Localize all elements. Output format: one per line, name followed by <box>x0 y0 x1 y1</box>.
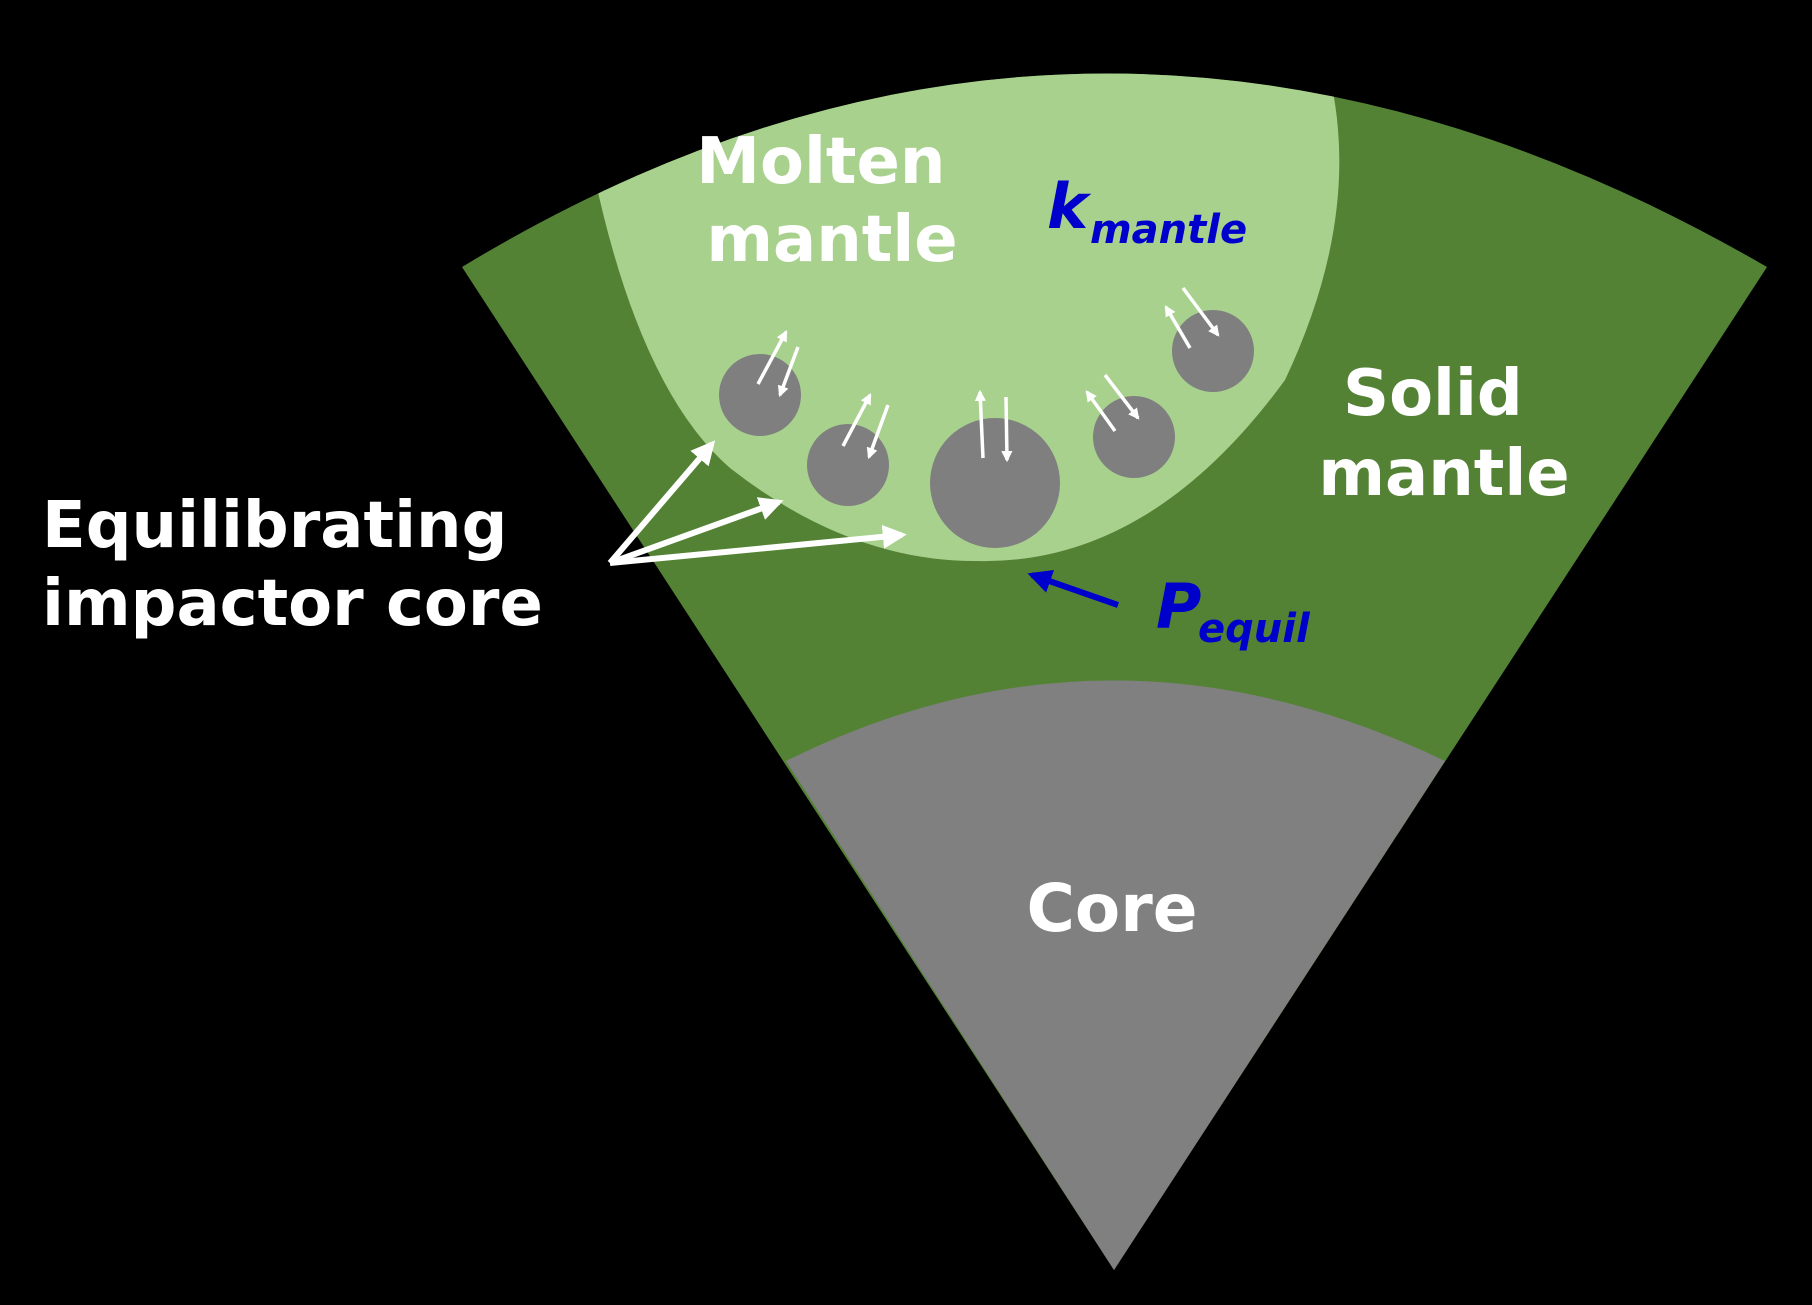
impactor-core-line-2: impactor core <box>42 567 543 641</box>
p-equil-main: P <box>1156 570 1201 643</box>
molten-mantle-line-2: mantle <box>706 203 957 277</box>
impactor-core-label: Equilibrating impactor core <box>42 489 543 641</box>
k-mantle-main: k <box>1047 170 1092 243</box>
impactor-pointer-arrows <box>607 440 907 566</box>
droplet-3 <box>930 418 1060 548</box>
k-mantle-sub: mantle <box>1090 207 1247 253</box>
molten-mantle-line-1: Molten <box>696 125 945 199</box>
impactor-core-line-1: Equilibrating <box>42 489 507 563</box>
core-region <box>786 680 1445 1270</box>
p-equil-label: P equil <box>1156 570 1311 652</box>
impactor-droplets <box>719 310 1254 548</box>
droplet-4 <box>1093 396 1175 478</box>
p-equil-arrow <box>1027 569 1119 608</box>
solid-mantle-label: Solid mantle <box>1318 357 1569 511</box>
p-equil-sub: equil <box>1198 606 1311 652</box>
droplet-5 <box>1172 310 1254 392</box>
droplet-2 <box>807 424 889 506</box>
droplet-1 <box>719 354 801 436</box>
exchange-arrows <box>756 286 1220 463</box>
k-mantle-label: k mantle <box>1047 170 1247 253</box>
solid-mantle-line-1: Solid <box>1343 357 1523 431</box>
molten-mantle-label: Molten mantle <box>696 125 967 277</box>
pointer-arrow-3 <box>609 524 907 566</box>
solid-mantle-line-2: mantle <box>1318 437 1569 511</box>
pointer-arrow-2 <box>608 497 784 566</box>
pointer-arrow-1 <box>607 440 716 565</box>
core-label: Core <box>1026 870 1197 947</box>
